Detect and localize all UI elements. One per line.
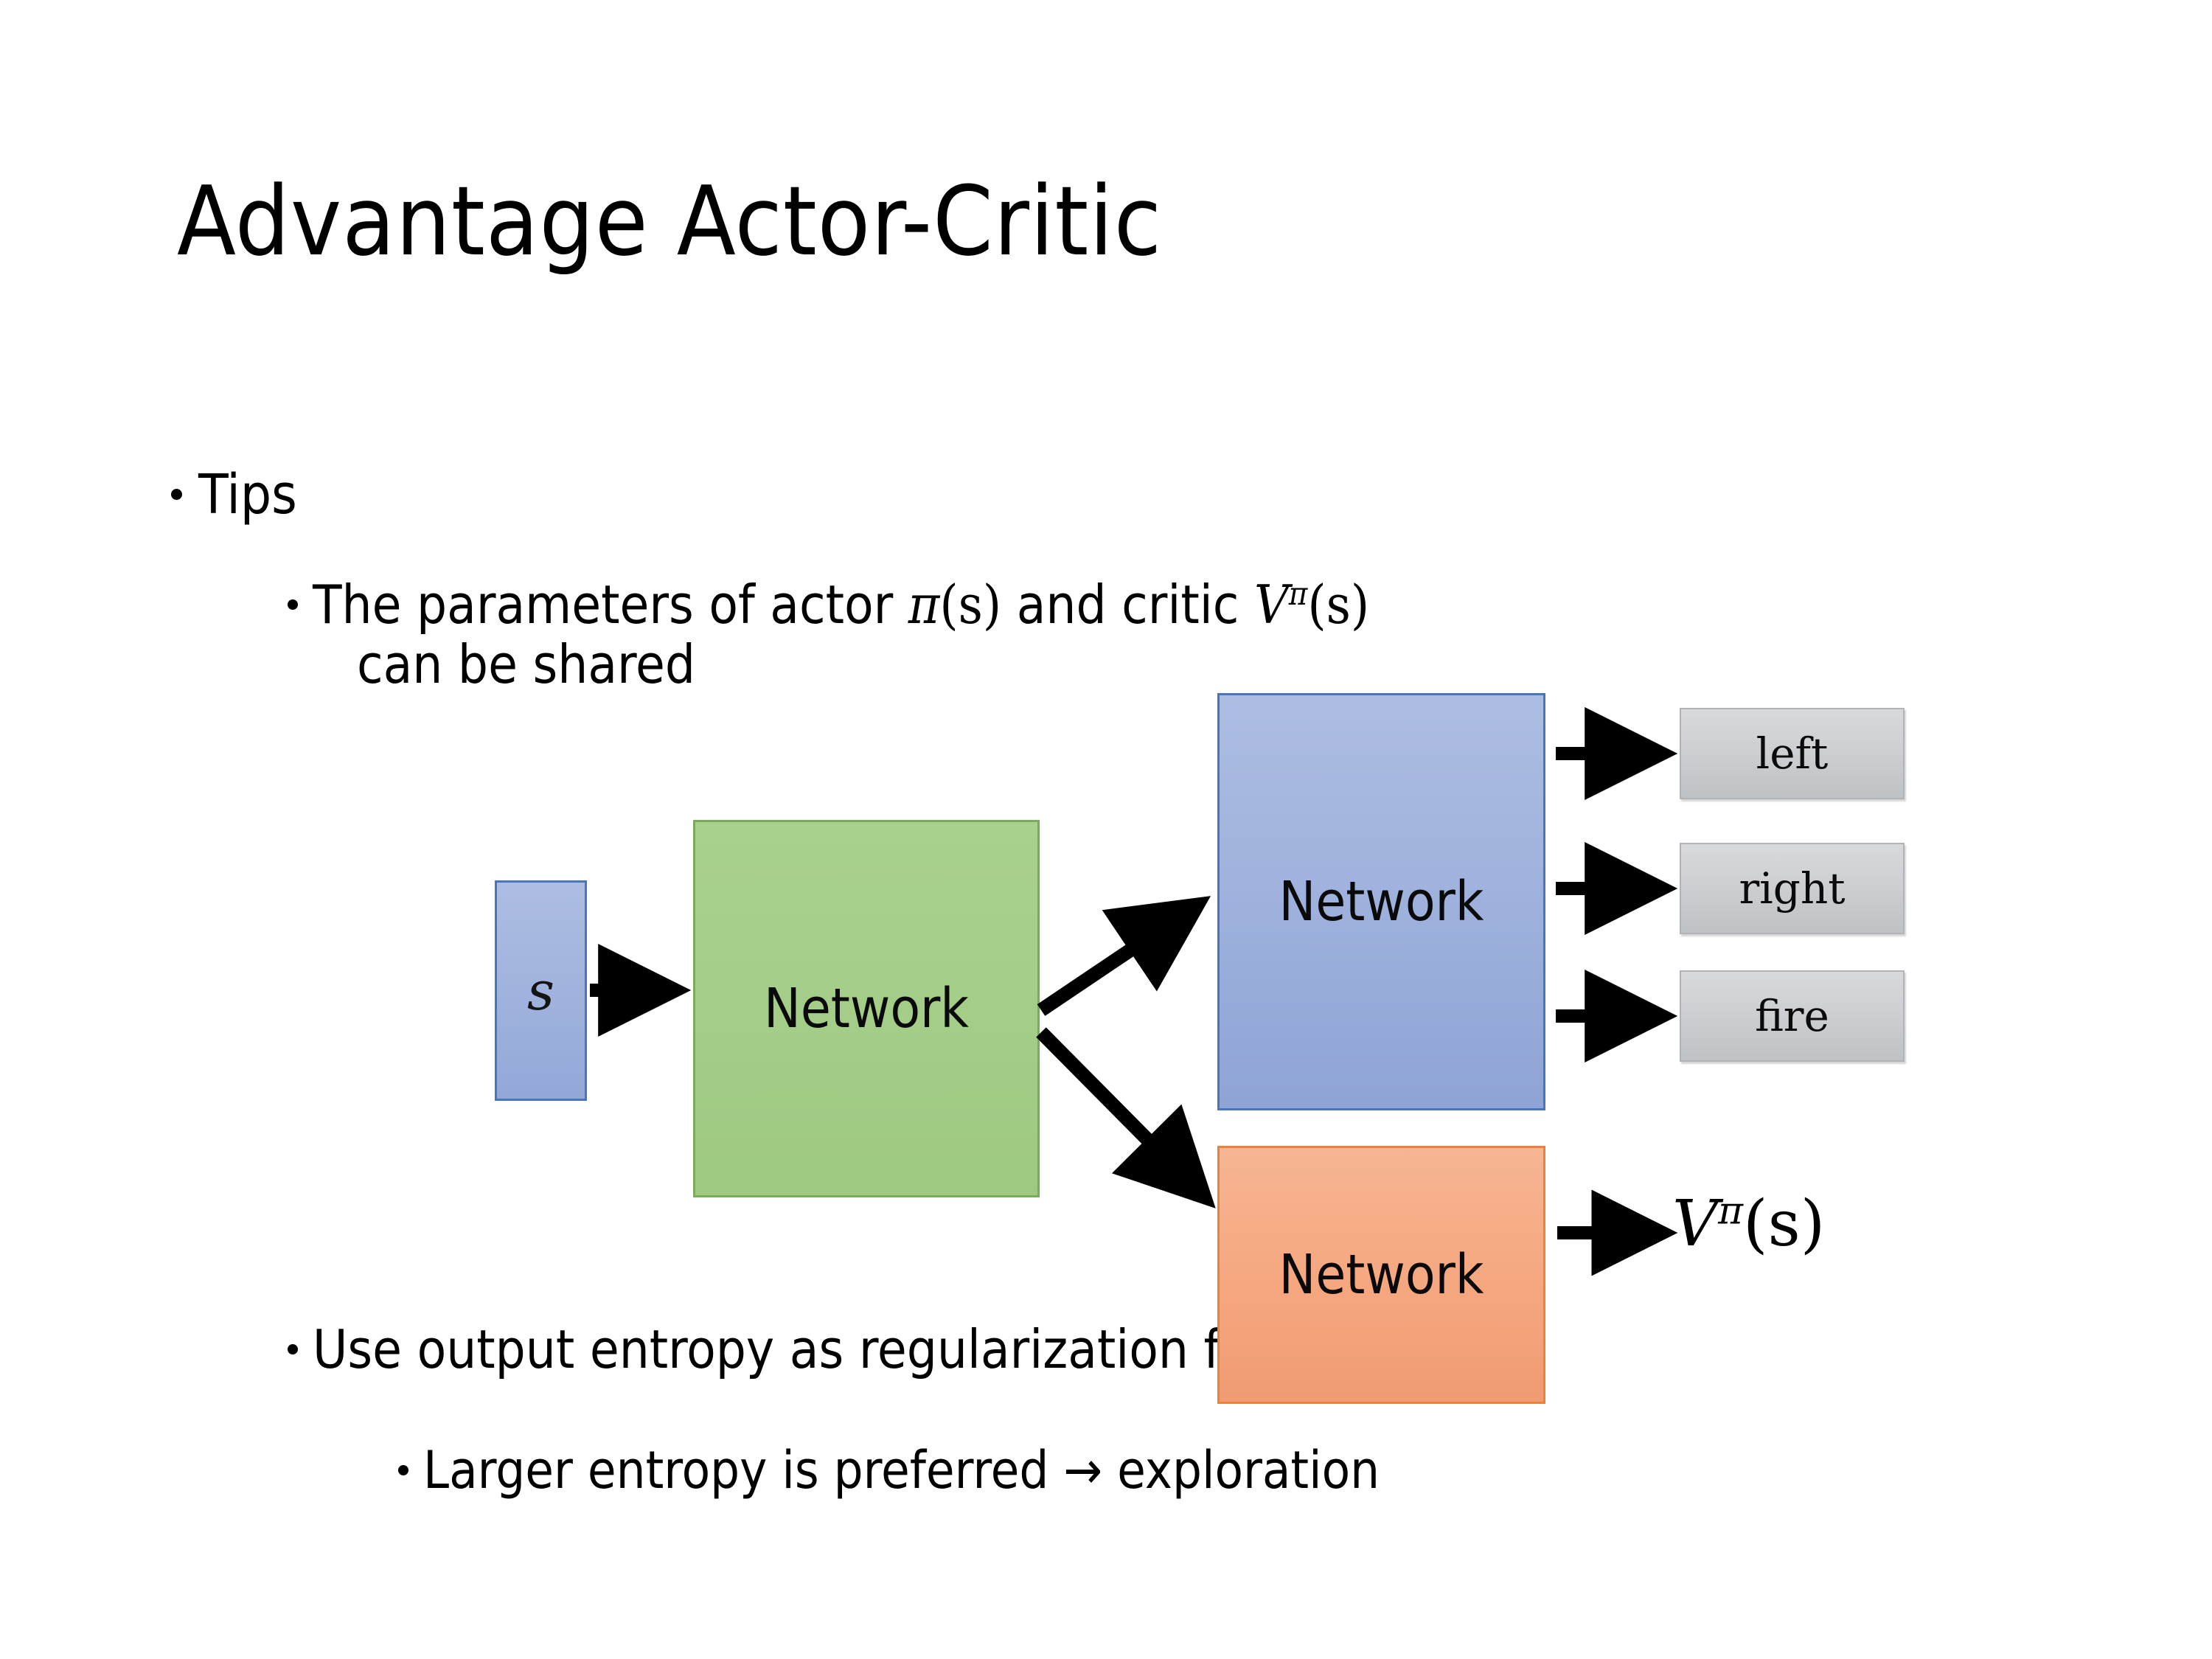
- bullet-dot-icon: [288, 1344, 298, 1355]
- action-label-right: right: [1739, 863, 1846, 914]
- action-box-right: right: [1680, 843, 1905, 934]
- bullet-larger-label: Larger entropy is preferred → exploratio…: [423, 1440, 1380, 1500]
- bullet-entropy-prefix: Use output entropy as regularization for: [313, 1318, 1285, 1380]
- critic-output-value: Vπ(s): [1672, 1187, 1825, 1261]
- bullet-tips: Tips: [171, 465, 297, 526]
- action-label-left: left: [1756, 728, 1829, 779]
- critic-output-fn: V: [1672, 1187, 1719, 1261]
- shared-network-box: Network: [693, 820, 1040, 1197]
- actor-network-box: Network: [1217, 693, 1545, 1110]
- action-box-fire: fire: [1680, 970, 1905, 1062]
- bullet-tips-label: Tips: [198, 463, 297, 526]
- critic-output-arg: (s): [1743, 1187, 1826, 1261]
- bullet-parameters-shared: The parameters of actor π(s) and critic …: [288, 575, 1369, 694]
- math-actor-pi: π: [908, 574, 940, 636]
- math-critic-superscript-pi: π: [1288, 576, 1308, 613]
- arrow-shared-to-actor: [1037, 896, 1211, 1016]
- critic-output-superscript-pi: π: [1718, 1189, 1744, 1234]
- shared-network-label: Network: [764, 977, 969, 1040]
- math-critic-arg: (s): [1307, 574, 1370, 636]
- state-input-box: s: [495, 880, 587, 1101]
- bullet-params-prefix: The parameters of actor: [313, 574, 908, 636]
- arrow-shared-to-critic: [1036, 1027, 1216, 1208]
- action-label-fire: fire: [1755, 991, 1829, 1041]
- bullet-dot-icon: [288, 599, 298, 611]
- math-critic-v: V: [1253, 574, 1289, 636]
- bullet-params-middle: and critic: [1001, 574, 1254, 636]
- state-input-label: s: [527, 959, 554, 1022]
- bullet-dot-icon: [398, 1464, 408, 1475]
- bullet-params-line2: can be shared: [357, 633, 696, 695]
- math-actor-arg: (s): [939, 574, 1002, 636]
- critic-network-box: Network: [1217, 1146, 1545, 1404]
- bullet-larger-entropy: Larger entropy is preferred → exploratio…: [398, 1441, 1380, 1499]
- action-box-left: left: [1680, 708, 1905, 799]
- bullet-dot-icon: [171, 488, 182, 500]
- actor-network-label: Network: [1279, 870, 1484, 933]
- page-title: Advantage Actor-Critic: [177, 165, 1163, 277]
- critic-network-label: Network: [1279, 1243, 1484, 1307]
